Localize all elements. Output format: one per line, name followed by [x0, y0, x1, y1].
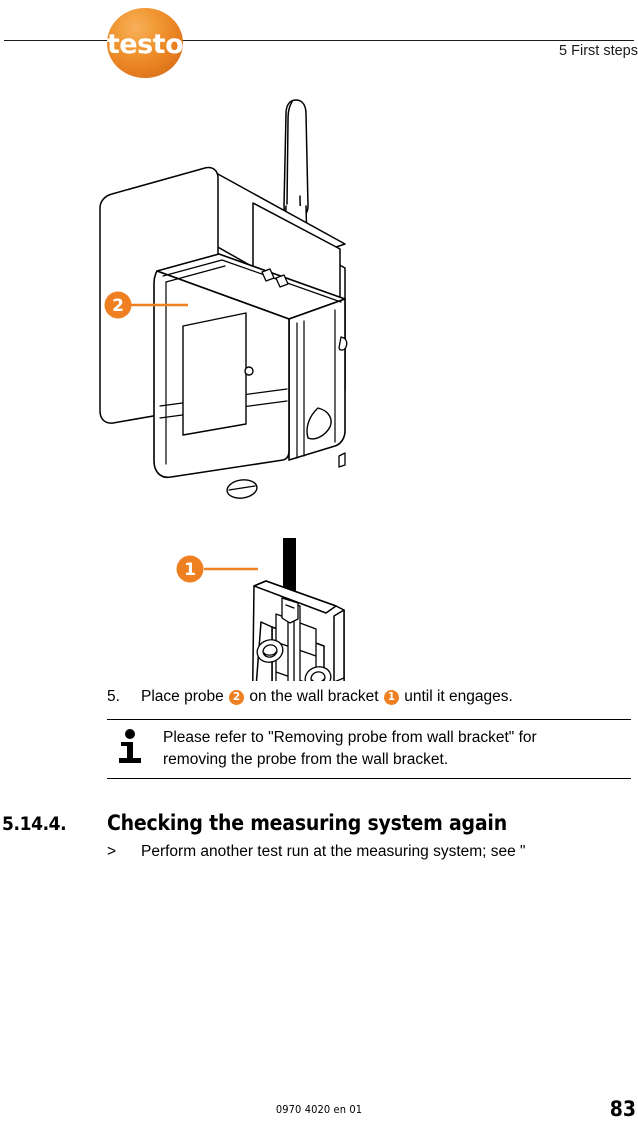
testo-logo: testo: [106, 8, 184, 78]
info-note-box: Please refer to "Removing probe from wal…: [107, 719, 631, 779]
section-number: 5.14.4.: [2, 812, 67, 835]
bullet-text: Perform another test run at the measurin…: [141, 842, 526, 860]
section-heading: 5.14.4. Checking the measuring system ag…: [0, 811, 638, 835]
callout-2: 2: [104, 291, 132, 319]
step-number: 5.: [107, 688, 120, 705]
section-title: Checking the measuring system again: [107, 810, 507, 835]
bracket-clip: [281, 597, 299, 624]
info-icon-stem: [127, 742, 133, 763]
header-divider: [4, 40, 634, 41]
info-note-line-2: removing the probe from the wall bracket…: [163, 751, 449, 769]
bottom-latch: [226, 479, 258, 499]
page-header: testo 5 First steps: [0, 0, 638, 86]
probe-assembly-illustration: 2 1: [99, 99, 348, 681]
logo-text: testo: [106, 28, 184, 60]
screw-hole-upper: [256, 639, 284, 663]
step-text-middle: on the wall bracket: [249, 688, 379, 705]
info-icon-dot: [125, 729, 135, 740]
inline-badge-2: 2: [229, 690, 245, 705]
display-window: [182, 312, 247, 436]
bullet-item: > Perform another test run at the measur…: [0, 841, 638, 863]
info-icon-serif-bottom: [119, 758, 141, 763]
info-note-text: Please refer to "Removing probe from wal…: [163, 726, 631, 770]
step-text-after: until it engages.: [404, 688, 513, 705]
callout-2-label: 2: [112, 296, 124, 316]
side-latch: [306, 407, 332, 440]
step-item: 5. Place probe 2 on the wall bracket 1 u…: [0, 686, 638, 708]
bullet-marker: >: [107, 842, 117, 860]
callout-1: 1: [176, 555, 204, 583]
figure-probe-wall-bracket: 2 1: [0, 86, 638, 681]
chapter-title: 5 First steps: [559, 43, 638, 59]
page-number: 83: [609, 1097, 636, 1121]
step-text: Place probe 2 on the wall bracket 1 unti…: [141, 686, 638, 708]
top-connectors: [261, 268, 289, 288]
screw-hole-lower: [304, 666, 332, 681]
page-content: 5. Place probe 2 on the wall bracket 1 u…: [0, 686, 638, 863]
document-id: 0970 4020 en 01: [275, 1103, 363, 1116]
step-text-before: Place probe: [141, 688, 224, 705]
inline-badge-1: 1: [383, 690, 399, 705]
led-indicator: [244, 366, 254, 376]
info-note-line-1: Please refer to "Removing probe from wal…: [163, 729, 537, 747]
page-footer: 0970 4020 en 01 83: [0, 1097, 638, 1127]
info-icon: [107, 726, 163, 770]
callout-1-label: 1: [184, 560, 196, 580]
